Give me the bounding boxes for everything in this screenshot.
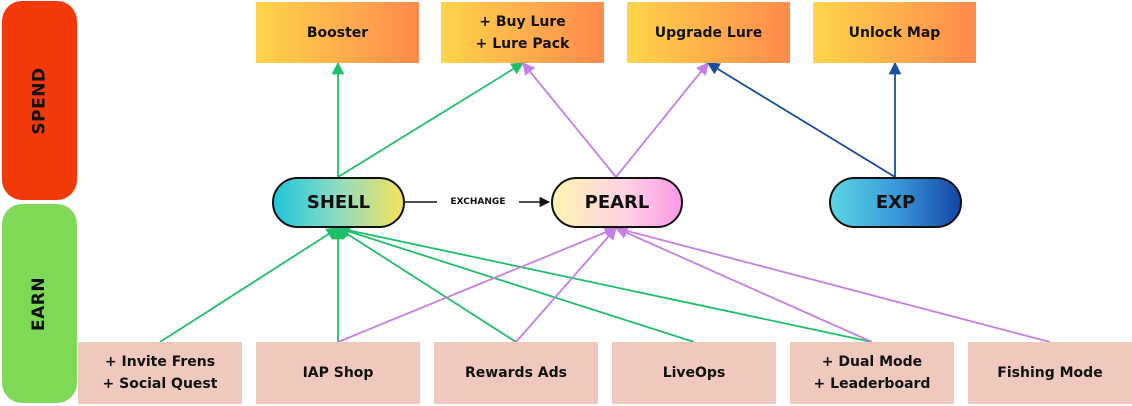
unlock-map-box: Unlock Map	[813, 2, 976, 63]
link-dual-mode-to-pearl	[614, 226, 873, 343]
iap-shop-box: IAP Shop	[256, 342, 420, 404]
link-invite-frens-to-shell	[159, 227, 340, 343]
upgrade-lure-box: Upgrade Lure	[627, 2, 790, 63]
exp-currency: EXP	[829, 177, 962, 228]
link-exp-to-upgrade-lure	[706, 62, 896, 178]
link-liveops-to-shell	[336, 225, 695, 343]
dual-mode-box: + Dual Mode + Leaderboard	[790, 342, 954, 404]
link-iap-shop-to-pearl	[337, 226, 618, 343]
rewards-ads-box: Rewards Ads	[434, 342, 598, 404]
exchange-label: EXCHANGE	[437, 195, 519, 209]
link-shell-to-buy-lure	[337, 62, 525, 178]
earn-label: EARN	[29, 276, 50, 331]
link-fishing-mode-to-pearl	[614, 224, 1051, 343]
fishing-mode-box: Fishing Mode	[968, 342, 1132, 404]
spend-band: SPEND	[2, 1, 77, 200]
liveops-box: LiveOps	[612, 342, 776, 404]
link-rewards-ads-to-shell	[336, 227, 517, 343]
link-rewards-ads-to-pearl	[515, 227, 617, 343]
link-pearl-to-buy-lure	[522, 62, 617, 178]
invite-frens-box: + Invite Frens + Social Quest	[78, 342, 242, 404]
buy-lure-box: + Buy Lure + Lure Pack	[441, 2, 604, 63]
link-dual-mode-to-shell	[336, 224, 873, 343]
pearl-currency: PEARL	[551, 177, 683, 228]
spend-label: SPEND	[29, 66, 50, 135]
booster-box: Booster	[256, 2, 419, 63]
earn-band: EARN	[2, 204, 77, 403]
shell-currency: SHELL	[272, 177, 405, 228]
link-pearl-to-upgrade-lure	[615, 62, 709, 178]
